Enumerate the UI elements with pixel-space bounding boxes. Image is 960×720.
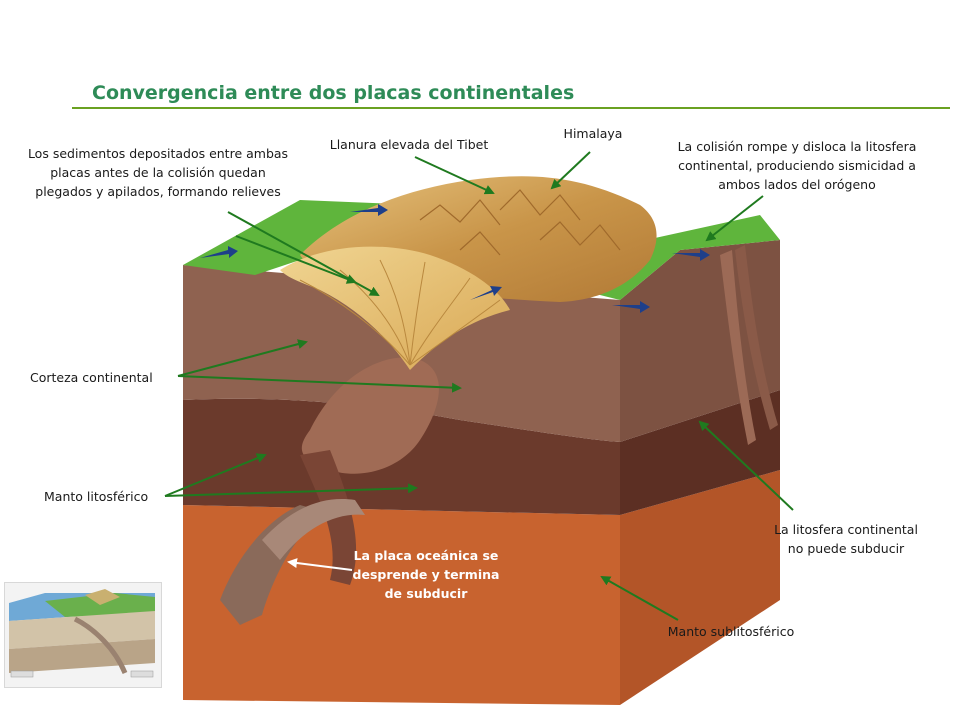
plate-motion-arrows <box>200 204 710 313</box>
title-underline <box>72 107 950 109</box>
arrow-corteza-2 <box>177 375 462 393</box>
label-colision: La colisión rompe y disloca la litosfera… <box>677 139 917 192</box>
thumbnail-diagram <box>4 582 162 688</box>
arrow-manto-lito-1 <box>164 453 267 497</box>
label-corteza: Corteza continental <box>30 370 153 385</box>
sublithospheric-mantle-front <box>183 505 620 705</box>
arrow-no-subduce <box>698 420 794 511</box>
page-title: Convergencia entre dos placas continenta… <box>92 82 575 104</box>
label-manto-sublitosferico: Manto sublitosférico <box>667 624 795 639</box>
arrow-manto-lito-2 <box>164 483 418 497</box>
fold-lines <box>299 259 501 366</box>
lithospheric-mantle-side <box>620 390 780 515</box>
arrow-manto-sublito <box>600 576 679 621</box>
sublithospheric-mantle-side <box>620 470 780 705</box>
label-sedimentos: Los sedimentos depositados entre ambas p… <box>27 146 289 199</box>
arrow-tibet <box>414 156 495 195</box>
annotation-arrows <box>164 151 794 621</box>
label-tibet: Llanura elevada del Tibet <box>329 137 489 152</box>
arrow-sedimentos-2 <box>235 235 357 284</box>
oceanic-plate-rough <box>262 499 365 560</box>
label-placa-oceanica: La placa oceánica se desprende y termina… <box>352 548 500 601</box>
label-himalaya: Himalaya <box>563 126 623 141</box>
label-manto-litosferico: Manto litosférico <box>44 489 149 504</box>
arrow-corteza-1 <box>177 339 308 377</box>
folded-sediments <box>280 246 510 370</box>
label-no-subduce: La litosfera continental no puede subduc… <box>774 522 918 556</box>
motion-arrow-icon <box>672 249 710 261</box>
motion-arrow-icon <box>612 301 650 313</box>
arrow-himalaya <box>550 151 591 190</box>
arrow-placa-oceanica <box>287 558 353 571</box>
thumbnail-figure <box>9 589 155 678</box>
top-surface <box>183 176 780 370</box>
motion-arrow-icon <box>200 246 238 258</box>
motion-arrow-icon <box>470 286 502 300</box>
fault-sliver-2 <box>735 245 778 430</box>
side-face <box>620 240 780 705</box>
motion-arrow-icon <box>350 204 388 216</box>
arrow-colision <box>705 195 764 242</box>
fault-sliver <box>720 250 756 445</box>
ridge-texture <box>419 189 621 256</box>
